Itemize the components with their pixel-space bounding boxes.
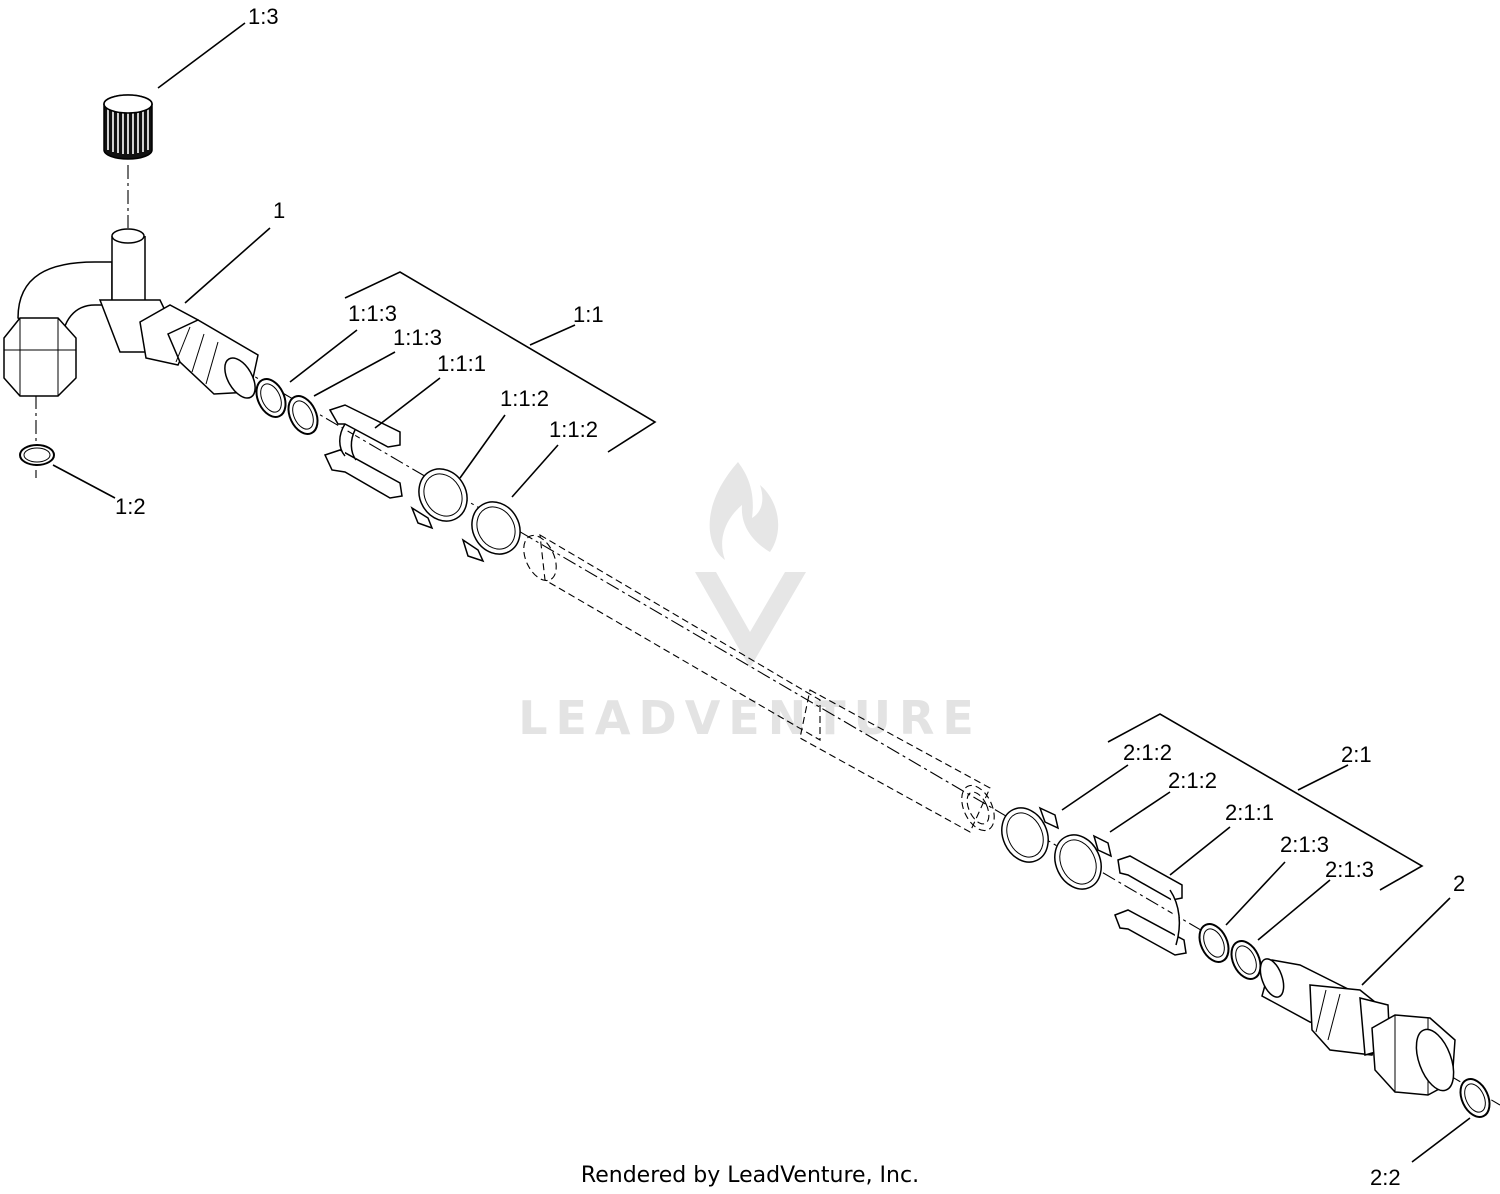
hose-phantom (523, 533, 995, 833)
callout-labels: 1:3 1 1:1 1:1:3 1:1:3 1:1:1 1:1:2 1:1:2 … (115, 4, 1465, 1190)
o-ring-1-2-inner (23, 447, 51, 463)
o-ring-2-2 (1459, 1078, 1491, 1118)
leadventure-watermark-logo (695, 462, 806, 668)
clip-1-1-1 (323, 404, 403, 499)
fitting-part-2 (1259, 958, 1456, 1096)
o-rings-1-1-3 (255, 378, 319, 435)
callout-2-1: 2:1 (1341, 742, 1372, 767)
callout-1-2: 1:2 (115, 494, 146, 519)
callout-1-3: 1:3 (248, 4, 279, 29)
fitting-part-1 (3, 228, 259, 399)
cap-1-3 (103, 94, 153, 160)
watermark-text: LEADVENTURE (518, 691, 982, 745)
clip-2-1-1 (1114, 855, 1187, 956)
callout-2-1-2a: 2:1:2 (1123, 740, 1172, 765)
callout-2-1-3b: 2:1:3 (1325, 857, 1374, 882)
callout-1: 1 (273, 198, 285, 223)
callout-1-1-2a: 1:1:2 (500, 386, 549, 411)
leader-lines (52, 22, 1471, 1163)
callout-2: 2 (1453, 871, 1465, 896)
callout-2-1-3a: 2:1:3 (1280, 832, 1329, 857)
callout-1-1-3a: 1:1:3 (348, 301, 397, 326)
clamps-2-1-2 (1001, 806, 1113, 890)
callout-2-1-1: 2:1:1 (1225, 800, 1274, 825)
callout-1-1: 1:1 (573, 302, 604, 327)
callout-1-1-3b: 1:1:3 (393, 325, 442, 350)
o-ring-2-2-inner (1464, 1083, 1486, 1113)
callout-1-1-1: 1:1:1 (437, 351, 486, 376)
clamps-1-1-2 (410, 468, 521, 563)
o-rings-2-1-3 (1198, 923, 1262, 980)
render-credit: Rendered by LeadVenture, Inc. (581, 1163, 919, 1188)
callout-1-1-2b: 1:1:2 (549, 417, 598, 442)
callout-2-1-2b: 2:1:2 (1168, 768, 1217, 793)
callout-2-2: 2:2 (1370, 1165, 1401, 1190)
